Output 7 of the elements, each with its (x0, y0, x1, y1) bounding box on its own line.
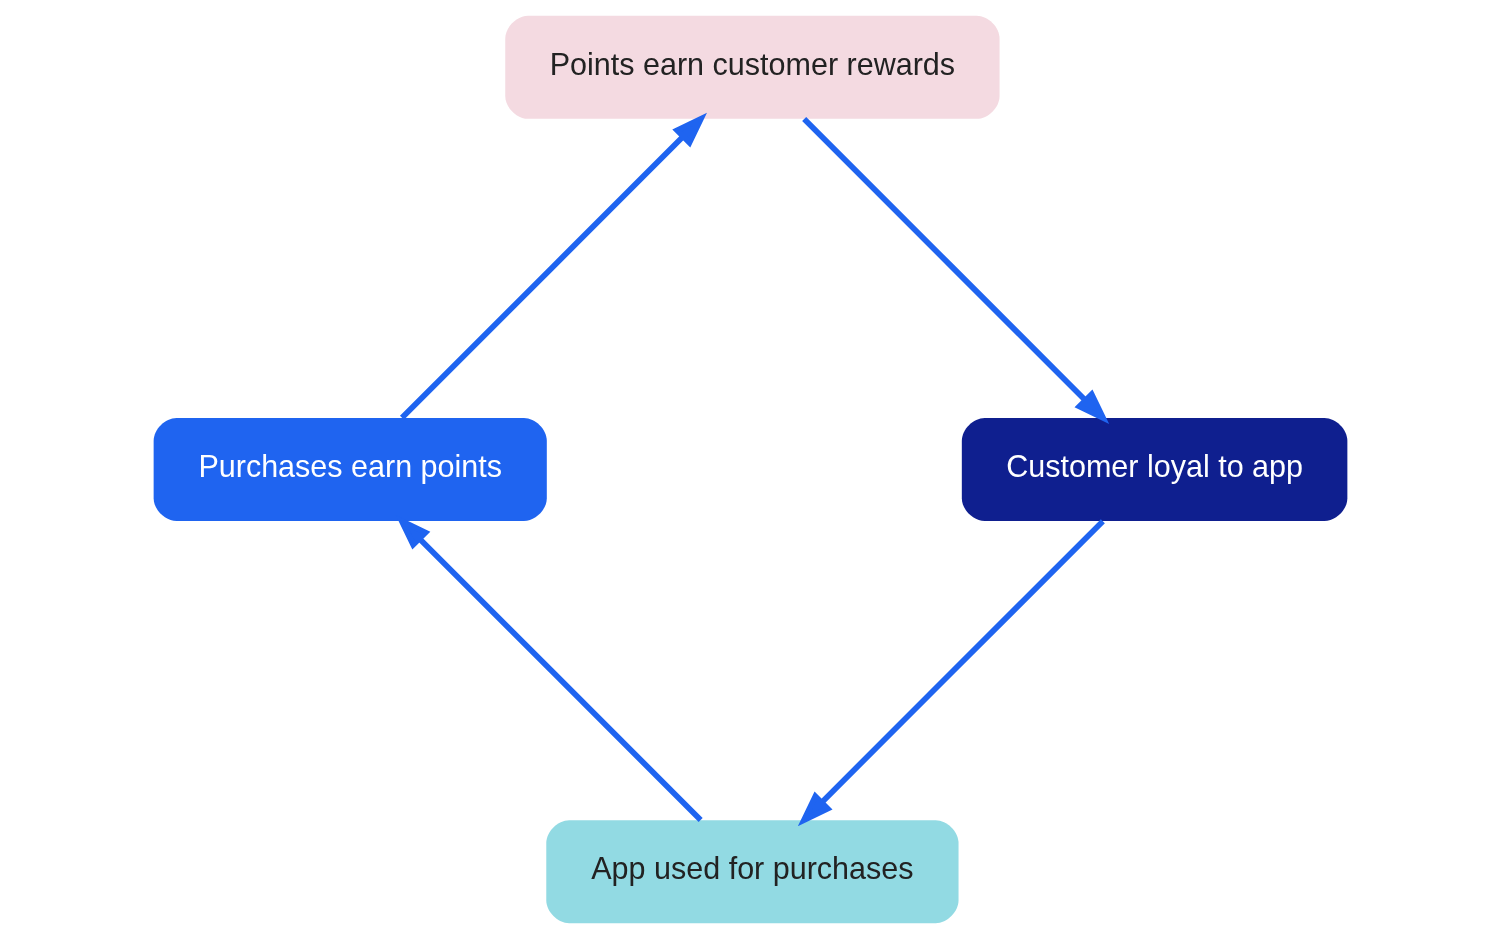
node-box: App used for purchases (546, 820, 959, 924)
node-box: Purchases earn points (153, 417, 547, 522)
node-box: Customer loyal to app (961, 417, 1348, 522)
node-box: Points earn customer rewards (505, 15, 1000, 119)
arrow (797, 519, 1105, 827)
arrow (802, 117, 1110, 425)
arrow (399, 112, 707, 420)
